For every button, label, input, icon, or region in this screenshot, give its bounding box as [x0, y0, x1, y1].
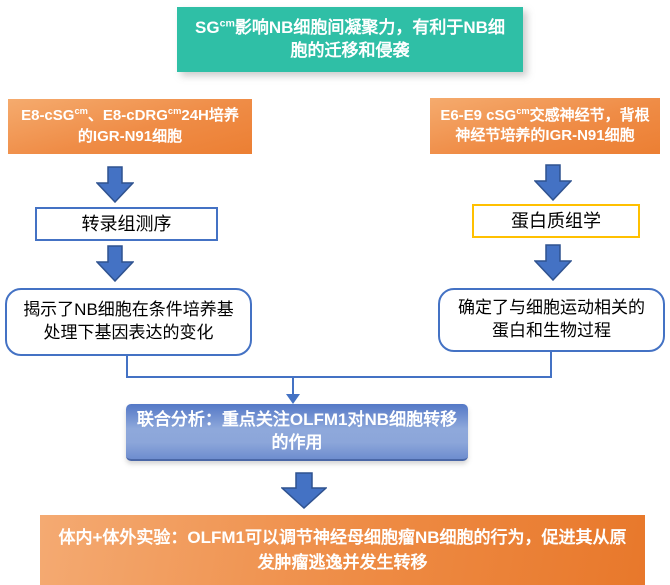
- merge-connector-horizontal-line: [126, 376, 552, 378]
- right-result-text: 确定了与细胞运动相关的蛋白和生物过程: [458, 298, 645, 340]
- superscript-cm: cm: [167, 106, 182, 117]
- right-source-text: E6-E9 cSGcm交感神经节，背根神经节培养的IGR-N91细胞: [440, 105, 650, 144]
- conclusion-text: 体内+体外实验：OLFM1可以调节神经母细胞瘤NB细胞的行为，促进其从原发肿瘤逃…: [58, 527, 627, 573]
- left-source-box: E8-cSGcm、E8-cDRGcm24H培养的IGR-N91细胞: [8, 99, 252, 154]
- down-block-arrow-icon: [534, 164, 572, 201]
- left-result-text: 揭示了NB细胞在条件培养基处理下基因表达的变化: [23, 300, 234, 342]
- right-result-box: 确定了与细胞运动相关的蛋白和生物过程: [438, 288, 665, 352]
- merge-connector-left-line: [126, 356, 128, 377]
- proteomics-label: 蛋白质组学: [511, 210, 601, 231]
- title-text: SGcm影响NB细胞间凝聚力，有利于NB细胞的迁移和侵袭: [195, 16, 505, 60]
- merge-connector-right-line: [550, 352, 552, 377]
- title-box: SGcm影响NB细胞间凝聚力，有利于NB细胞的迁移和侵袭: [177, 7, 523, 72]
- down-block-arrow-icon: [96, 166, 134, 203]
- transcriptome-box: 转录组测序: [35, 207, 218, 241]
- superscript-cm: cm: [74, 106, 88, 117]
- down-block-arrow-icon: [281, 472, 327, 509]
- left-source-text: E8-cSGcm、E8-cDRGcm24H培养的IGR-N91细胞: [21, 106, 239, 145]
- superscript-cm: cm: [219, 16, 235, 29]
- down-block-arrow-icon: [96, 245, 134, 282]
- joint-analysis-box: 联合分析：重点关注OLFM1对NB细胞转移的作用: [126, 404, 468, 461]
- superscript-cm: cm: [516, 105, 530, 116]
- merge-connector-arrowhead-icon: [286, 394, 300, 404]
- right-source-box: E6-E9 cSGcm交感神经节，背根神经节培养的IGR-N91细胞: [430, 98, 660, 154]
- proteomics-box: 蛋白质组学: [472, 204, 640, 238]
- conclusion-box: 体内+体外实验：OLFM1可以调节神经母细胞瘤NB细胞的行为，促进其从原发肿瘤逃…: [40, 515, 645, 585]
- joint-analysis-text: 联合分析：重点关注OLFM1对NB细胞转移的作用: [136, 409, 458, 452]
- down-block-arrow-icon: [534, 244, 572, 281]
- transcriptome-label: 转录组测序: [81, 213, 172, 234]
- merge-connector-stem: [292, 378, 294, 395]
- left-result-box: 揭示了NB细胞在条件培养基处理下基因表达的变化: [5, 288, 252, 356]
